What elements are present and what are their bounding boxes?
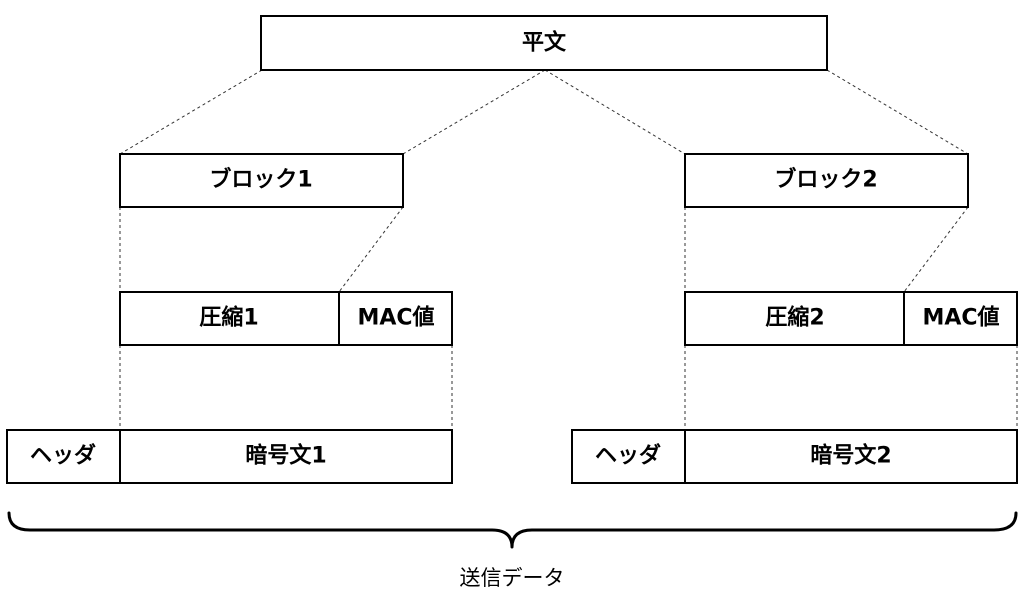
ciphertext1-box: 暗号文1: [119, 429, 453, 484]
mac2-box: MAC値: [903, 291, 1018, 346]
block1-box: ブロック1: [119, 153, 404, 208]
block2-label: ブロック2: [774, 167, 877, 193]
mac2-label: MAC値: [922, 306, 999, 331]
connector-plaintext-block1-left: [119, 69, 263, 155]
compressed1-label: 圧縮1: [199, 305, 258, 331]
ciphertext2-label: 暗号文2: [810, 443, 891, 469]
compressed1-box: 圧縮1: [119, 291, 340, 346]
transmit-data-caption: 送信データ: [460, 566, 565, 590]
compressed2-label: 圧縮2: [765, 305, 824, 331]
header1-box: ヘッダ: [6, 429, 121, 484]
compressed2-box: 圧縮2: [684, 291, 905, 346]
block2-box: ブロック2: [684, 153, 969, 208]
ciphertext2-box: 暗号文2: [684, 429, 1018, 484]
header2-box: ヘッダ: [571, 429, 686, 484]
connector-lines: [119, 69, 1018, 430]
connector-plaintext-block2-right: [826, 69, 969, 155]
ciphertext1-label: 暗号文1: [245, 443, 326, 469]
header1-label: ヘッダ: [30, 443, 96, 469]
header2-label: ヘッダ: [595, 443, 661, 469]
block1-label: ブロック1: [209, 167, 312, 193]
connector-plaintext-block1-right: [402, 69, 546, 155]
brace-icon: [7, 511, 1018, 549]
plaintext-label: 平文: [522, 30, 567, 56]
connector-block2-compressed2-right: [903, 206, 969, 293]
mac1-box: MAC値: [338, 291, 453, 346]
connector-block1-compressed1-right: [338, 206, 404, 293]
mac1-label: MAC値: [357, 306, 434, 331]
connector-plaintext-block2-left: [544, 69, 686, 155]
plaintext-box: 平文: [260, 15, 828, 71]
